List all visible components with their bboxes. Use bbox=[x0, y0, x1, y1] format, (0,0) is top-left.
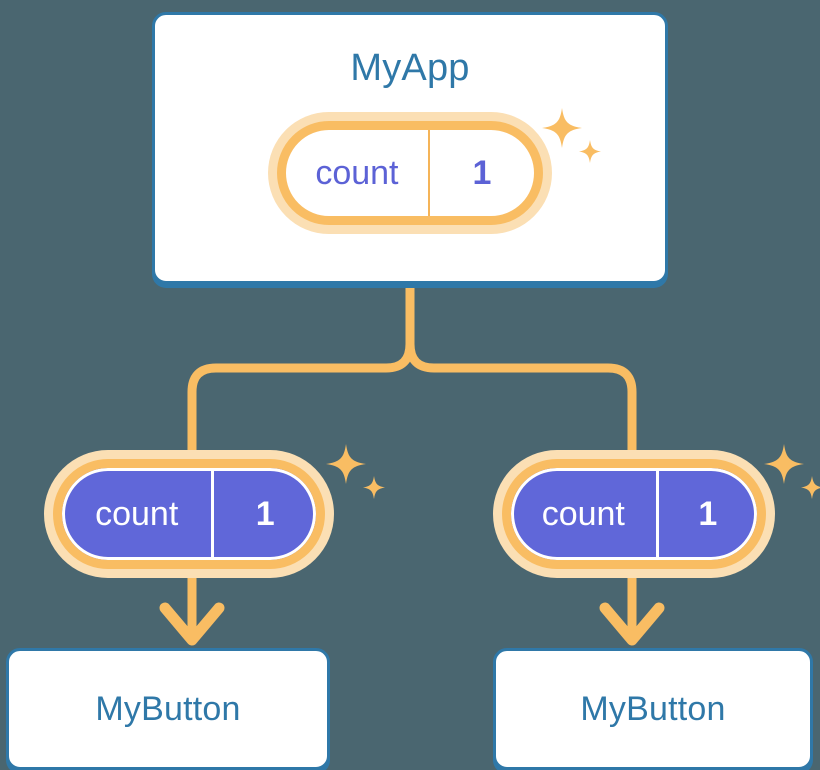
state-pill-mybutton-right[interactable]: count 1 bbox=[493, 450, 775, 578]
state-pill-body: count 1 bbox=[277, 121, 543, 225]
state-value: 1 bbox=[472, 153, 492, 192]
tree-connector-path bbox=[187, 281, 415, 455]
component-title-mybutton: MyButton bbox=[580, 689, 726, 728]
state-pill-myapp[interactable]: count 1 bbox=[268, 112, 552, 234]
state-pill-body: count 1 bbox=[502, 459, 766, 569]
arrow-right-head bbox=[599, 602, 665, 646]
tree-connector-path-right bbox=[405, 339, 637, 455]
state-key: count bbox=[286, 130, 430, 216]
state-pill-mybutton-left[interactable]: count 1 bbox=[44, 450, 334, 578]
state-pill-body: count 1 bbox=[53, 459, 325, 569]
component-card-mybutton-right[interactable]: MyButton bbox=[493, 648, 813, 770]
state-key: count bbox=[511, 468, 659, 560]
state-value: 1 bbox=[255, 494, 275, 533]
state-key: count bbox=[62, 468, 215, 560]
arrow-left-head bbox=[159, 602, 225, 646]
component-title-myapp: MyApp bbox=[350, 47, 470, 89]
component-card-mybutton-left[interactable]: MyButton bbox=[6, 648, 330, 770]
component-title-mybutton: MyButton bbox=[95, 689, 241, 728]
state-value: 1 bbox=[698, 494, 718, 533]
